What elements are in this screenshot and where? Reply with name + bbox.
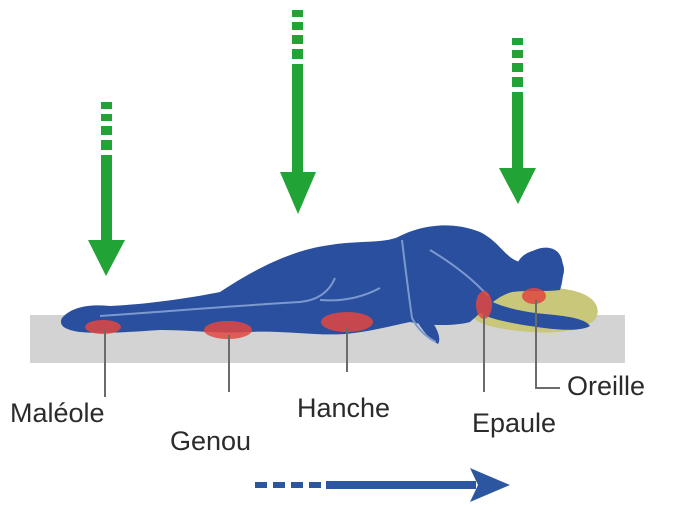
down-arrow-icon [499,38,536,204]
down-arrow-icon [280,10,316,214]
down-arrow-icon [88,102,125,276]
label-hanche: Hanche [297,395,390,422]
pressure-point-maleole [85,320,121,334]
label-maleole: Maléole [10,400,105,427]
label-oreille: Oreille [567,373,645,400]
pressure-point-epaule [476,291,492,319]
pressure-point-oreille [522,288,546,304]
label-genou: Genou [170,428,251,455]
direction-arrow-icon [255,468,510,502]
label-epaule: Epaule [472,410,556,437]
